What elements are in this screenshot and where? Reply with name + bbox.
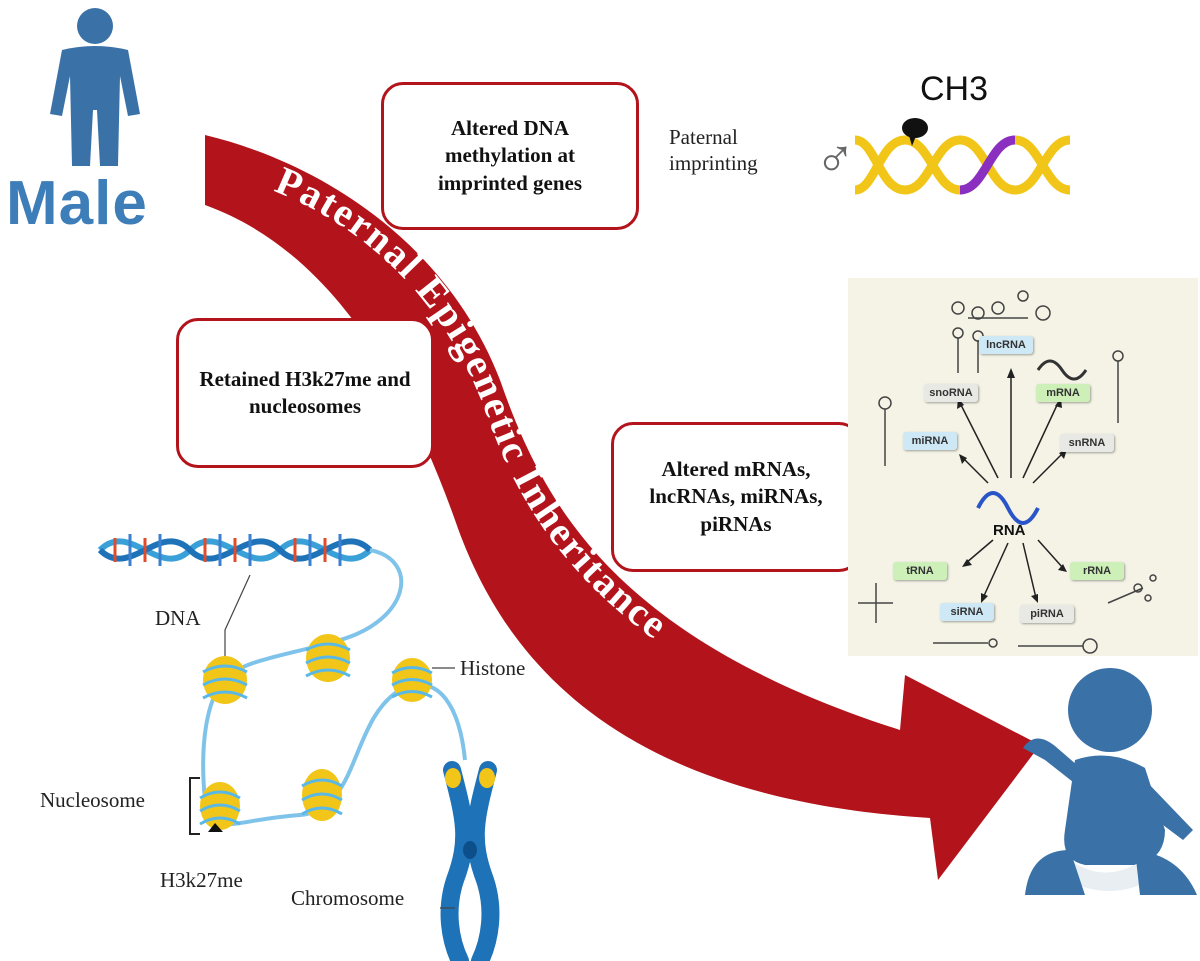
rna-tag-lncrna: lncRNA [979, 336, 1033, 354]
mrna-wave-icon [1036, 359, 1088, 381]
methylation-box: Altered DNA methylation at imprinted gen… [381, 82, 639, 230]
rna-wave-icon [976, 491, 1040, 525]
methyl-group-label: CH3 [920, 70, 989, 108]
rna-tag-sirna: siRNA [940, 603, 994, 621]
nucleosome-label: Nucleosome [40, 788, 145, 812]
rna-center-label: RNA [993, 522, 1026, 539]
rna-tag-mrna: mRNA [1036, 384, 1090, 402]
chromosome-label: Chromosome [291, 886, 405, 910]
imprinting-label: Paternal imprinting [669, 125, 758, 176]
male-figure-icon [50, 8, 140, 166]
rna-tag-snorna: snoRNA [924, 384, 978, 402]
male-label: Male [6, 169, 148, 238]
rna-tag-snrna: snRNA [1060, 434, 1114, 452]
rna-tag-mirna: miRNA [903, 432, 957, 450]
rna-tag-rrna: rRNA [1070, 562, 1124, 580]
rna-tag-pirna: piRNA [1020, 605, 1074, 623]
h3k27me-box: Retained H3k27me and nucleosomes [176, 318, 434, 468]
histone-label: Histone [460, 656, 526, 680]
methylated-dna-icon [853, 118, 1071, 195]
rnas-box: Altered mRNAs, lncRNAs, miRNAs, piRNAs [611, 422, 861, 572]
baby-figure-icon [1023, 668, 1197, 895]
rna-arrows [858, 290, 1157, 654]
male-symbol-icon: ♂ [815, 129, 856, 189]
h3k27me-label: H3k27me [160, 868, 243, 892]
dna-label: DNA [155, 606, 201, 630]
chromatin-diagram [97, 534, 500, 961]
rna-tag-trna: tRNA [893, 562, 947, 580]
